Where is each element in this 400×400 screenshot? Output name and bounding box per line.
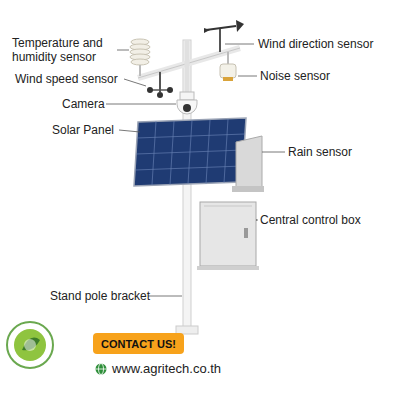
part-label: Solar Panel xyxy=(52,123,114,137)
part-label: Wind direction sensor xyxy=(258,37,373,51)
part-label: Wind speed sensor xyxy=(15,72,118,86)
button-text: CONTACT US! xyxy=(101,338,176,350)
part-label: Rain sensor xyxy=(288,145,352,159)
website-url: www.agritech.co.th xyxy=(112,362,221,376)
part-label: Central control box xyxy=(260,213,361,227)
contact-button: CONTACT US! xyxy=(93,333,184,354)
part-label: Temperature and humidity sensor xyxy=(12,36,116,64)
part-label: Camera xyxy=(62,97,105,111)
part-label: Noise sensor xyxy=(260,69,330,83)
part-label: Stand pole bracket xyxy=(50,289,150,303)
